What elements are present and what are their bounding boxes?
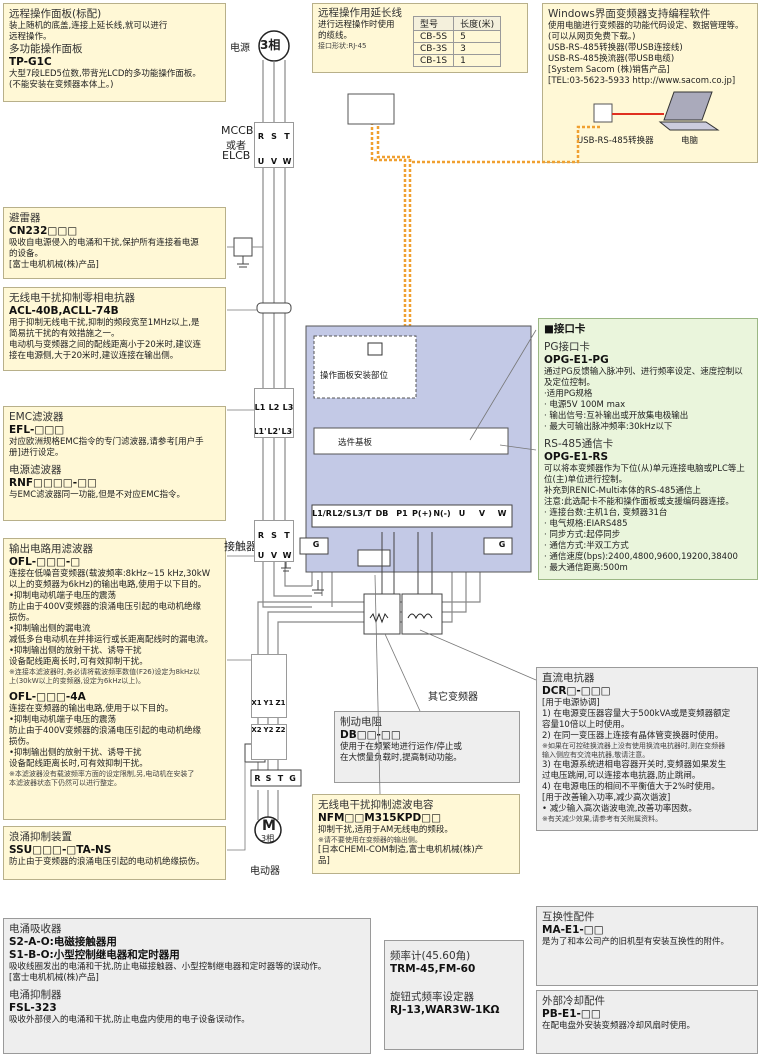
contactor-terminals: R S T U V W (254, 520, 294, 562)
compatibility-kit-note: 互换性配件 MA-E1-□□ 是为了和本公司产的旧机型有安装互换性的附件。 (536, 906, 758, 986)
noise-capacitor-note: 无线电干扰抑制滤波电容 NFM□□M315KPD□□ 抑制干扰,适用于AM无线电… (312, 794, 520, 874)
rs485-card-model: OPG-E1-RS (544, 451, 609, 463)
terminal-strip (311, 504, 513, 528)
arrester-device (233, 237, 253, 257)
external-cooling-note: 外部冷却配件 PB-E1-□□ 在配电盘外安装变频器冷却风扇时使用。 (536, 990, 758, 1054)
noise-capacitor-model: NFM□□M315KPD□□ (318, 812, 442, 824)
power-label: 电源 (230, 43, 250, 54)
surge-suppressor-fsl-model: FSL-323 (9, 1002, 57, 1014)
emc-filter-note: EMC滤波器 EFL-□□□ 对应欧洲规格EMC指令的专门滤波器,请参考[用户手… (3, 406, 226, 521)
motor-terminal-block (250, 769, 302, 787)
other-inverter-label: 其它变频器 (428, 692, 478, 703)
link-terminal (357, 549, 391, 567)
pg-card-model: OPG-E1-PG (544, 354, 609, 366)
brake-resistor-model: DB□□-□□ (340, 729, 401, 741)
rs485-cable (408, 125, 600, 164)
panel-slot-label: 操作面板安装部位 (320, 371, 389, 381)
emc-filter-terminals: L1 L2 L3 L1' L2' L3' (254, 388, 294, 438)
option-board-label: 选件基板 (338, 438, 373, 448)
brake-resistor-device (363, 593, 401, 635)
motor-symbol-text: M (262, 818, 276, 834)
arrester-model: CN232□□□ (9, 225, 78, 237)
power-filter-model: RNF□□□□-□□ (9, 477, 97, 489)
ground-terminal-right (483, 537, 513, 555)
output-filter-terminals: X1 Y1 Z1 (251, 654, 287, 718)
interface-card-note: ■接口卡 PG接口卡 OPG-E1-PG 通过PG反馈输入脉冲列、进行频率设定、… (538, 318, 758, 580)
brake-resistor-note: 制动电阻 DB□□-□□ 使用于在频繁地进行运作/停止或 在大惯量负载时,提高制… (334, 711, 520, 783)
elcb-label: ELCB (222, 149, 251, 162)
dc-reactor-model: DCR□-□□□ (542, 685, 611, 697)
ground-label-left: G (312, 540, 320, 549)
frequency-meter-note: 频率计(45.60角) TRM-45,FM-60 旋钮式频率设定器 RJ-13,… (384, 940, 524, 1050)
output-filter-4a-terminals: X2 Y2 Z2 (251, 724, 287, 760)
leader-lines (227, 246, 537, 851)
arrester-ground (237, 256, 249, 268)
pc-keyboard (658, 121, 720, 131)
ground-label-right: G (498, 540, 506, 549)
motor-phase-text: 3相 (261, 834, 275, 843)
external-cooling-model: PB-E1-□□ (542, 1008, 601, 1020)
mccb-or: 或者 (226, 141, 246, 152)
arrester-note: 避雷器 CN232□□□ 吸收自电源侵入的电涌和干扰,保护所有连接着电源 的设备… (3, 207, 226, 279)
zero-phase-reactor (256, 302, 292, 314)
zero-reactor-note: 无线电干扰抑制零相电抗器 ACL-40B,ACLL-74B 用于抑制无线电干扰,… (3, 287, 226, 371)
panel-connector (367, 342, 383, 356)
remote-panel-title: 远程操作面板(标配) (9, 8, 102, 20)
mccb-label: MCCB (221, 124, 254, 137)
multifunction-panel-model: TP-G1C (9, 56, 52, 68)
surge-absorber-note: 电涌吸收器 S2-A-O:电磁接触器用 S1-B-O:小型控制继电器和定时器用 … (3, 918, 371, 1054)
remote-panel-note: 远程操作面板(标配) 装上随机的底盖,连接上延长线,就可以进行 远程操作。 多功… (3, 3, 226, 102)
output-filter-model: OFL-□□□-□ (9, 556, 81, 568)
option-board (313, 427, 509, 455)
output-filter-model-4a: OFL-□□□-4A (9, 691, 86, 703)
zero-reactor-model: ACL-40B,ACLL-74B (9, 305, 119, 317)
dc-link-wires (381, 532, 433, 594)
contactor-label: 接触器 (224, 540, 257, 553)
remote-panel-device (347, 93, 395, 125)
panel-slot-box (313, 335, 417, 399)
output-filter-note: 输出电路用滤波器 OFL-□□□-□ 连接在低噪音变频器(载波频率:8kHz~1… (3, 538, 226, 820)
surge-suppressor-model: SSU□□□-□TA-NS (9, 844, 112, 856)
frequency-setter-model: RJ-13,WAR3W-1KΩ (390, 1004, 500, 1016)
ground-terminal-left (299, 537, 329, 555)
mccb-terminals: R S T U V W (254, 122, 294, 168)
emc-filter-model: EFL-□□□ (9, 424, 65, 436)
pc-screen (663, 91, 713, 121)
frequency-meter-model: TRM-45,FM-60 (390, 963, 476, 975)
pc-label: 电脑 (681, 136, 699, 146)
motor-label: 电动器 (250, 866, 280, 877)
extension-cable-note: 远程操作用延长线 进行远程操作时使用 的缆线。 接口形状:RJ-45 型号长度(… (312, 3, 528, 73)
surge-suppressor-note: 浪涌抑制装置 SSU□□□-□TA-NS 防止由于变频器的浪涌电压引起的电动机绝… (3, 826, 226, 880)
multifunction-panel-title: 多功能操作面板 (9, 43, 83, 55)
remote-cable (370, 122, 412, 350)
dc-reactor-note: 直流电抗器 DCR□-□□□ [用于电源协调] 1) 在电源变压器容量大于500… (536, 667, 758, 831)
usb-converter-label: USB-RS-485转换器 (577, 136, 654, 146)
dc-reactor-device (401, 593, 443, 635)
compatibility-kit-model: MA-E1-□□ (542, 924, 604, 936)
inverter-ground (312, 580, 324, 594)
inverter-terminal-labels: L1/R L2/S L3/T DB P1 P(+) N(-) U V W (312, 509, 507, 518)
usb-converter-device (593, 103, 613, 123)
motor-symbol (254, 816, 282, 844)
power-phase: 3相 (260, 38, 281, 52)
windows-software-note: Windows界面变频器支持编程软件 使用电脑进行变频器的功能代码设定、数据管理… (542, 3, 758, 163)
